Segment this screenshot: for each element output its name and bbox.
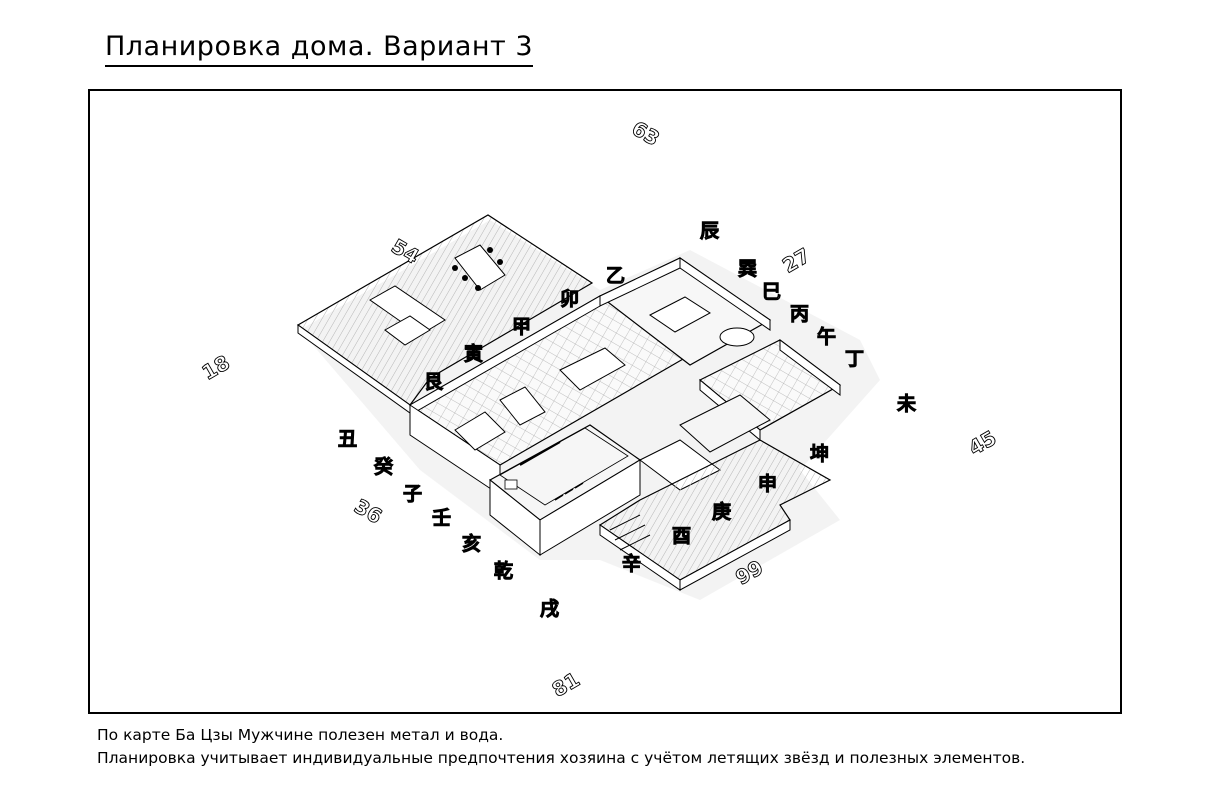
glyph-21: 寅 xyxy=(464,342,483,365)
degree-81: 81 xyxy=(548,667,584,702)
front-terrace xyxy=(598,439,832,591)
degree-27: 27 xyxy=(778,243,814,278)
glyph-24: 乙 xyxy=(606,265,625,287)
glyph-5: 午 xyxy=(817,325,836,348)
degree-36: 36 xyxy=(350,494,386,529)
degree-45: 45 xyxy=(964,426,1000,461)
glyph-14: 乾 xyxy=(494,559,513,582)
glyph-3: 巳 xyxy=(762,281,781,303)
note-line-1: По карте Ба Цзы Мужчине полезен метал и … xyxy=(97,726,504,744)
glyph-1: 辰 xyxy=(700,220,720,242)
sector-glyphs: 辰 巽 巳 丙 午 丁 未 坤 申 庚 酉 辛 戌 乾 亥 壬 子 癸 丑 艮 … xyxy=(338,220,917,621)
glyph-2: 巽 xyxy=(738,258,757,280)
degree-18: 18 xyxy=(198,350,234,385)
bedroom-block xyxy=(598,257,772,366)
glyph-15: 亥 xyxy=(462,532,481,555)
page-title: Планировка дома. Вариант 3 xyxy=(105,30,534,67)
glyph-22: 甲 xyxy=(512,316,531,338)
glyph-12: 辛 xyxy=(622,552,641,575)
drawing-frame xyxy=(88,89,1122,714)
left-terrace xyxy=(296,214,594,414)
glyph-16: 壬 xyxy=(432,507,451,529)
glyph-19: 丑 xyxy=(338,428,357,450)
degree-63: 63 xyxy=(628,116,664,151)
glyph-20: 艮 xyxy=(424,371,444,393)
glyph-11: 酉 xyxy=(672,525,691,547)
glyph-4: 丙 xyxy=(790,303,809,325)
glyph-6: 丁 xyxy=(845,348,864,370)
living-furniture xyxy=(454,347,626,466)
note-line-2: Планировка учитывает индивидуальные пред… xyxy=(97,749,1026,767)
glyph-9: 申 xyxy=(758,472,777,495)
glyph-10: 庚 xyxy=(712,500,731,523)
glyph-13: 戌 xyxy=(540,598,559,620)
glyph-18: 癸 xyxy=(373,455,394,478)
terrace-furniture xyxy=(369,244,506,346)
glyph-8: 坤 xyxy=(810,442,829,465)
glyph-7: 未 xyxy=(896,392,916,415)
glyph-17: 子 xyxy=(403,483,422,505)
glyph-23: 卯 xyxy=(560,288,579,310)
